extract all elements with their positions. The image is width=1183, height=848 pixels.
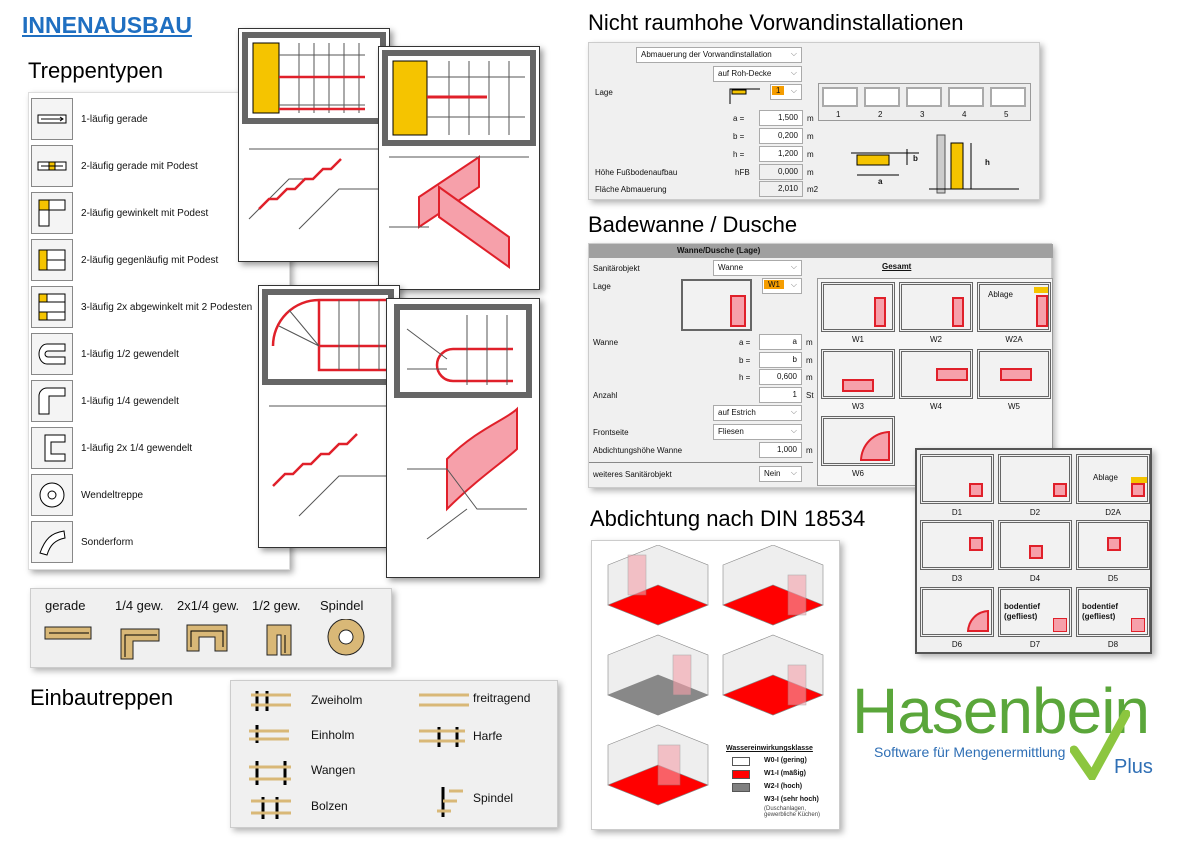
stair-type-item[interactable]: 1-läufig 1/4 gewendelt [29, 378, 179, 424]
lage-preview-icon [729, 88, 760, 104]
tile-d8[interactable]: bodentief(gefliest) [1076, 587, 1150, 637]
divider [589, 462, 813, 463]
stair-type-item[interactable]: 2-läufig gegenläufig mit Podest [29, 237, 218, 283]
stair-type-item[interactable]: Wendeltreppe [29, 472, 143, 518]
run-form-icons [44, 619, 365, 660]
abdichtung-panel: Wassereinwirkungsklasse W0-I (gering) W1… [591, 540, 840, 830]
legend-swatch-w2 [732, 783, 750, 792]
hfb-input[interactable]: 0,000 [759, 164, 803, 180]
stair-drawing-half-turn-railing [386, 298, 540, 578]
half-turn-icon [31, 333, 73, 375]
treppentypen-heading: Treppentypen [28, 58, 163, 83]
weiteres-select[interactable]: Nein [759, 466, 802, 482]
straight-stair-icon [31, 98, 73, 140]
sanitaer-select[interactable]: Wanne [713, 260, 802, 276]
h-input[interactable]: 1,200 [759, 146, 803, 162]
stair-type-item[interactable]: 1-läufig gerade [29, 96, 148, 142]
abdichtung-input[interactable]: 1,000 [759, 442, 802, 458]
angled-landing-icon [31, 192, 73, 234]
wanne-b-input[interactable]: b [759, 352, 802, 368]
stair-drawing-straight-landing [238, 28, 390, 262]
lage-select[interactable]: 1 [770, 84, 802, 100]
wanne-h-input[interactable]: 0,600 [759, 369, 802, 385]
tile-d2a[interactable]: Ablage [1076, 454, 1150, 504]
stair-type-item[interactable]: Sonderform [29, 519, 133, 565]
vorwand-heading: Nicht raumhohe Vorwandinstallationen [588, 10, 964, 35]
b-input[interactable]: 0,200 [759, 128, 803, 144]
stair-type-item[interactable]: 2-läufig gerade mit Podest [29, 143, 198, 189]
checkmark-icon [1070, 710, 1130, 780]
double-quarter-icon [31, 427, 73, 469]
wanne-a-input[interactable]: a [759, 334, 802, 350]
tile-d6[interactable] [920, 587, 994, 637]
vorwand-base-select[interactable]: auf Roh-Decke [713, 66, 802, 82]
tile-d2[interactable] [998, 454, 1072, 504]
u-landing-icon [31, 239, 73, 281]
stair-type-item[interactable]: 1-läufig 2x 1/4 gewendelt [29, 425, 192, 471]
estrich-select[interactable]: auf Estrich [713, 405, 802, 421]
a-input[interactable]: 1,500 [759, 110, 803, 126]
quarter-turn-icon [31, 380, 73, 422]
tile-w4[interactable] [899, 349, 973, 399]
tile-d1[interactable] [920, 454, 994, 504]
stair-drawing-u-landing [378, 46, 540, 290]
tile-w3[interactable] [821, 349, 895, 399]
tile-d3[interactable] [920, 520, 994, 570]
lage-option-2[interactable] [864, 87, 900, 107]
stair-type-item[interactable]: 1-läufig 1/2 gewendelt [29, 331, 179, 377]
einbau-icons [249, 691, 469, 819]
einbautreppen-heading: Einbautreppen [30, 685, 174, 710]
tile-w1[interactable] [821, 282, 895, 332]
stair-type-item[interactable]: 2-läufig gewinkelt mit Podest [29, 190, 208, 236]
lage-option-1[interactable] [822, 87, 858, 107]
tile-d4[interactable] [998, 520, 1072, 570]
tile-w2a[interactable]: Ablage [977, 282, 1051, 332]
legend-swatch-w0 [732, 757, 750, 766]
logo-name: Hasenbein [852, 675, 1150, 747]
abdichtung-heading: Abdichtung nach DIN 18534 [590, 506, 866, 531]
flaeche-output: 2,010 [759, 181, 803, 197]
tile-d5[interactable] [1076, 520, 1150, 570]
wanne-panel: Wanne/Dusche (Lage) Sanitärobjekt Wanne … [588, 243, 1053, 488]
stair-type-item[interactable]: 3-läufig 2x abgewinkelt mit 2 Podesten [29, 284, 252, 330]
lage-preview [681, 279, 752, 331]
lage-option-3[interactable] [906, 87, 942, 107]
three-flight-icon [31, 286, 73, 328]
tile-w2[interactable] [899, 282, 973, 332]
bathroom-isometric-illustrations [607, 545, 824, 806]
einbau-panel: Zweiholm Einholm Wangen Bolzen freitrage… [230, 680, 558, 828]
lage-option-5[interactable] [990, 87, 1026, 107]
lage-option-4[interactable] [948, 87, 984, 107]
straight-landing-icon [31, 145, 73, 187]
wanne-panel-header: Wanne/Dusche (Lage) [589, 244, 1053, 258]
stair-drawing-half-turn [258, 285, 400, 548]
vorwand-dimension-diagram [851, 134, 1019, 194]
hasenbein-logo: Hasenbein Software für Mengenermittlung … [852, 675, 1162, 780]
lage-options: 1 2 3 4 5 [818, 83, 1031, 121]
run-forms-panel: gerade 1/4 gew. 2x1/4 gew. 1/2 gew. Spin… [30, 588, 392, 668]
vorwand-panel: Abmauerung der Vorwandinstallation auf R… [588, 42, 1040, 200]
page-title: INNENAUSBAU [22, 12, 192, 38]
logo-tagline: Software für Mengenermittlung [874, 744, 1066, 760]
special-form-icon [31, 521, 73, 563]
dusche-panel: Ablage D1 D2 D2A D3 D4 D5 bodentief(gefl… [915, 448, 1152, 654]
logo-plus: Plus [1114, 756, 1153, 778]
wanne-heading: Badewanne / Dusche [588, 212, 798, 237]
tile-w6[interactable] [821, 416, 895, 466]
tile-w5[interactable] [977, 349, 1051, 399]
legend-swatch-w1 [732, 770, 750, 779]
tile-d7[interactable]: bodentief(gefliest) [998, 587, 1072, 637]
front-select[interactable]: Fliesen [713, 424, 802, 440]
spiral-stair-icon [31, 474, 73, 516]
vorwand-type-select[interactable]: Abmauerung der Vorwandinstallation [636, 47, 802, 63]
wanne-lage-select[interactable]: W1 [762, 278, 802, 294]
anzahl-input[interactable]: 1 [759, 387, 802, 403]
